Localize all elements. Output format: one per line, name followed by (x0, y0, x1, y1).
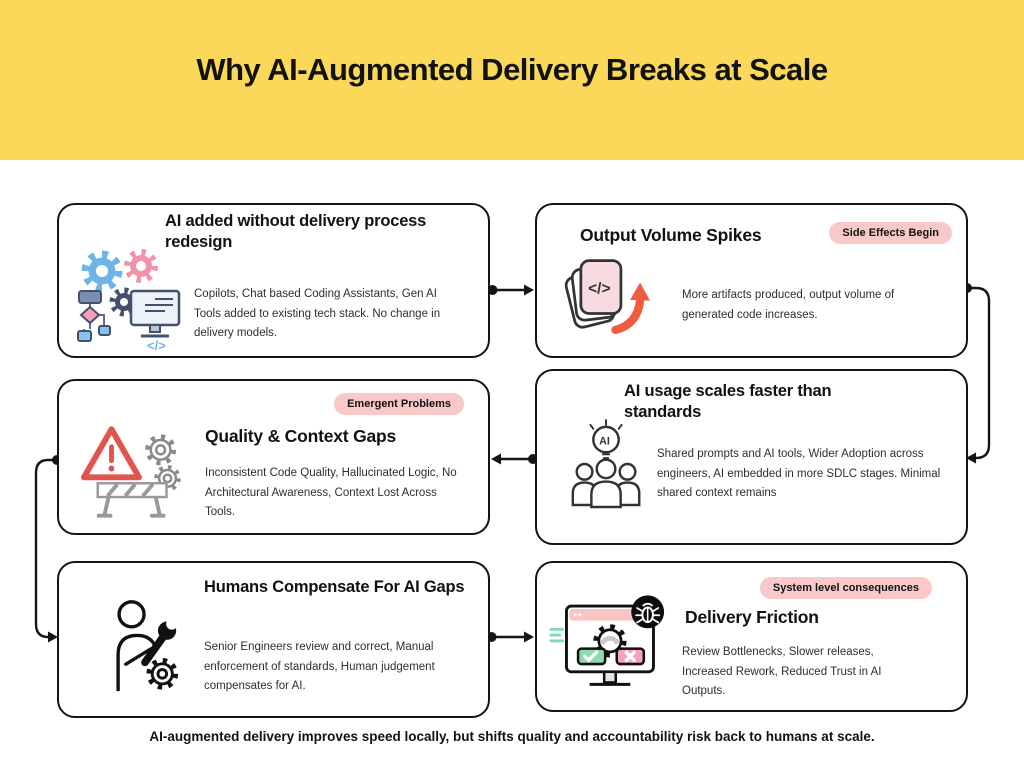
engineer-wrench-gear-icon (116, 600, 179, 692)
box-body: Review Bottlenecks, Slower releases, Inc… (682, 646, 882, 697)
connector-box5-to-box6 (486, 631, 534, 643)
header-band: Why AI-Augmented Delivery Breaks at Scal… (0, 0, 1024, 160)
box-body: Inconsistent Code Quality, Hallucinated … (205, 467, 457, 518)
box-body: More artifacts produced, output volume o… (682, 289, 895, 321)
gears-flowchart-monitor-icon: </> (77, 249, 181, 353)
ai-bulb-team-icon: AI (571, 419, 641, 509)
box-ai-usage-scales-faster: AI usage scales faster than standards AI… (535, 369, 968, 545)
svg-text:</>: </> (588, 280, 610, 297)
box-body: Shared prompts and AI tools, Wider Adopt… (657, 448, 941, 499)
stage-badge: Emergent Problems (334, 393, 464, 415)
connector-box4-to-box3 (491, 453, 538, 465)
browser-review-bug-icon (549, 595, 665, 686)
box-title: Output Volume Spikes (580, 225, 762, 245)
box-title: Delivery Friction (685, 607, 819, 627)
svg-text:AI: AI (599, 435, 610, 447)
svg-text:</>: </> (147, 338, 166, 353)
box-title: Humans Compensate For AI Gaps (204, 578, 465, 596)
stacked-code-cards-icon: </> (564, 259, 651, 334)
box-quality-context-gaps: Emergent Problems Quality & Context Gaps… (57, 379, 490, 535)
box-humans-compensate: Humans Compensate For AI Gaps Senior Eng… (57, 561, 490, 718)
box-title: AI added without delivery process redesi… (165, 212, 427, 251)
stage-badge: Side Effects Begin (829, 222, 952, 244)
box-body: Copilots, Chat based Coding Assistants, … (194, 288, 441, 339)
box-delivery-friction: System level consequences Delivery Frict… (535, 561, 968, 712)
box-output-volume-spikes: Output Volume Spikes Side Effects Begin … (535, 203, 968, 358)
box-title: AI usage scales faster than standards (624, 382, 832, 421)
connector-box1-to-box2 (487, 284, 534, 296)
box-ai-added-without-redesign: AI added without delivery process redesi… (57, 203, 490, 358)
box-body: Senior Engineers review and correct, Man… (204, 641, 435, 692)
stage-badge: System level consequences (759, 577, 932, 599)
box-title: Quality & Context Gaps (205, 426, 397, 446)
footer-note: AI-augmented delivery improves speed loc… (149, 729, 875, 744)
page-title: Why AI-Augmented Delivery Breaks at Scal… (196, 52, 828, 87)
warning-barrier-gears-icon (81, 426, 181, 518)
